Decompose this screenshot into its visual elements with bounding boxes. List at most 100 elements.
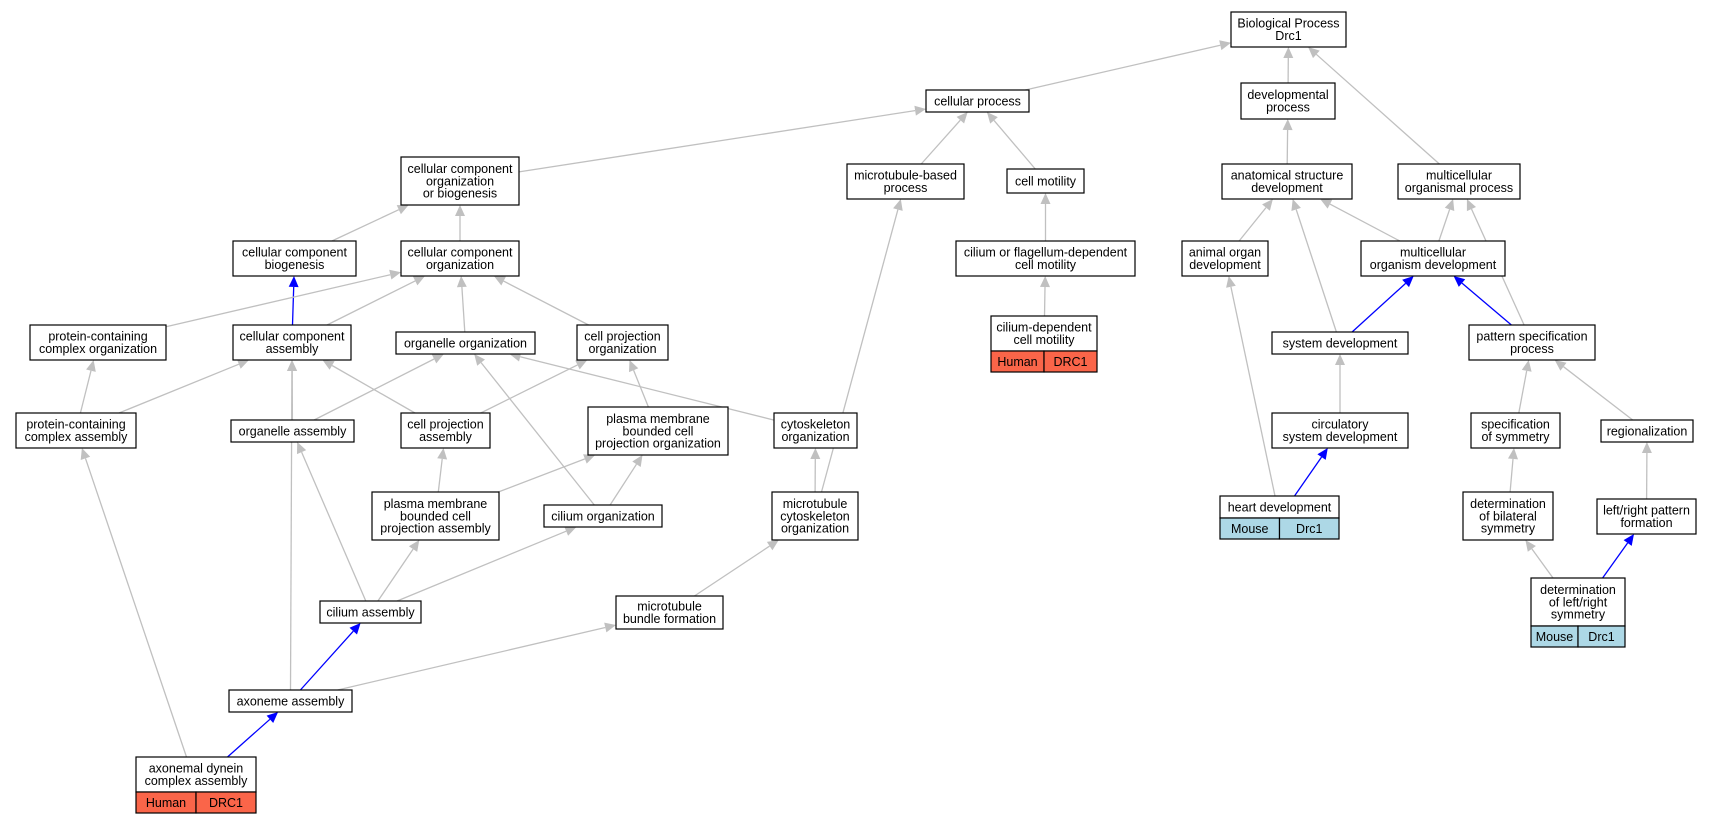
go-term-node-orgorg[interactable]: organelle organization: [395, 331, 536, 355]
species-gene-cell[interactable]: DRC1: [195, 791, 257, 814]
edge-arrowhead: [810, 448, 821, 459]
edge-line: [520, 356, 775, 421]
species-gene-cell[interactable]: Drc1: [1278, 517, 1340, 540]
node-label-line: multicellular: [1400, 246, 1466, 260]
go-term-node-ciliumasm[interactable]: cilium assembly: [319, 600, 422, 624]
node-label-line: cell motility: [1015, 258, 1077, 272]
edge-arrowhead: [456, 276, 467, 288]
go-term-node-cellmot[interactable]: cell motility: [1006, 168, 1085, 194]
go-term-node-ciliumorg[interactable]: cilium organization: [543, 504, 663, 528]
go-term-node-regio[interactable]: regionalization: [1600, 419, 1694, 443]
species-gene-cell[interactable]: Drc1: [1577, 625, 1626, 648]
node-label-line: bounded cell: [400, 509, 471, 523]
species-organism-cell[interactable]: Human: [135, 791, 197, 814]
go-term-node-orgasm[interactable]: organelle assembly: [230, 419, 355, 443]
edge-cellmot-to-cellproc: [986, 112, 1036, 170]
node-label-line: animal organ: [1189, 246, 1261, 260]
node-label-line: determination: [1540, 583, 1616, 597]
edge-regio-to-psp: [1554, 360, 1634, 421]
species-gene-cell[interactable]: DRC1: [1043, 350, 1098, 373]
node-label-line: specification: [1481, 418, 1550, 432]
node-label-line: organismal process: [1405, 181, 1513, 195]
node-label-line: organism development: [1370, 258, 1497, 272]
node-label-line: complex assembly: [25, 430, 129, 444]
node-box: [925, 89, 1030, 113]
node-label-line: cellular component: [240, 330, 345, 344]
edge-line: [1329, 203, 1401, 242]
edge-line: [1531, 548, 1554, 579]
edge-arrowhead: [431, 354, 444, 364]
edge-cpo-to-ccorg: [493, 276, 589, 326]
edge-ciliumasm-to-ciliumorg: [396, 526, 577, 602]
go-term-node-sysdev[interactable]: system development: [1271, 331, 1409, 355]
edge-arrowhead: [1219, 40, 1231, 51]
edge-line: [396, 530, 567, 602]
edge-arrowhead: [1402, 276, 1414, 288]
edge-heart-to-circ: [1293, 448, 1328, 497]
node-label-line: Biological Process: [1237, 17, 1339, 31]
go-term-node-cellproc[interactable]: cellular process: [925, 89, 1030, 113]
go-term-node-axasm[interactable]: axoneme assembly: [228, 689, 353, 713]
edge-arrowhead: [288, 276, 299, 288]
edge-arrowhead: [266, 712, 279, 723]
node-box: [1240, 82, 1336, 120]
node-box: [400, 156, 520, 206]
edge-ccorg-to-ccob: [455, 205, 465, 241]
edge-axasm-to-ccasm: [286, 360, 297, 691]
species-organism-cell[interactable]: Mouse: [1530, 625, 1579, 648]
node-label-line: organization: [781, 522, 849, 536]
node-label-line: microtubule: [637, 600, 702, 614]
node-box: [1181, 240, 1269, 277]
node-label-line: symmetry: [1551, 608, 1606, 622]
node-label-line: bounded cell: [623, 424, 694, 438]
edge-arrowhead: [1308, 47, 1320, 59]
node-label-line: of symmetry: [1481, 430, 1550, 444]
node-label-line: biogenesis: [265, 258, 325, 272]
node-box: [990, 315, 1098, 352]
node-box: [1596, 498, 1697, 535]
edge-cfdcm-to-cellmot: [1040, 193, 1051, 241]
edge-arrowhead: [1525, 540, 1536, 552]
edge-line: [632, 369, 650, 408]
edge-cpa-to-cpo: [480, 360, 588, 414]
edge-arrowhead: [86, 360, 96, 372]
node-label-line: anatomical structure: [1231, 169, 1344, 183]
edge-line: [227, 718, 271, 758]
node-label-line: organelle assembly: [239, 424, 347, 438]
edge-axasm-to-ciliumasm: [299, 623, 361, 691]
edge-arrowhead: [956, 112, 968, 124]
edge-line: [1563, 366, 1634, 421]
species-organism-cell[interactable]: Mouse: [1219, 517, 1281, 540]
species-organism-cell[interactable]: Human: [990, 350, 1045, 373]
